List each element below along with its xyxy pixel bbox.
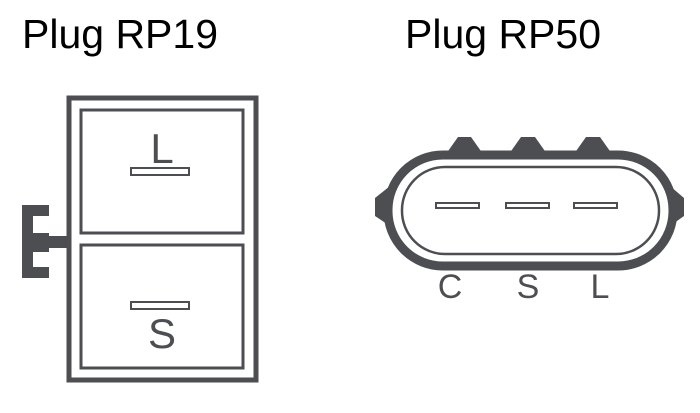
rp19-terminal-label-s: S [148,310,176,357]
rp50-terminal-label-s: S [517,268,540,306]
rp50-title: Plug RP50 [405,11,602,57]
rp50-connector: C S L [375,137,684,306]
rp50-terminal-label-c: C [438,268,463,306]
rp50-ridge [574,137,612,154]
rp50-ridge [509,137,547,154]
rp50-terminal-pin-s [505,202,550,209]
rp50-terminal-pin-c [435,202,480,209]
rp50-terminal-label-l: L [591,268,610,306]
rp19-title: Plug RP19 [22,11,219,57]
rp50-inner-cavity [400,165,661,256]
rp19-bottom-cavity [79,243,245,370]
rp19-terminal-label-l: L [150,125,173,172]
rp50-ridge [446,137,483,154]
rp50-outer-shell [383,150,678,271]
rp19-terminal-pin-s [130,301,190,310]
rp50-terminal-pin-l [573,202,618,209]
rp19-terminal-pin-l [130,167,190,176]
rp19-outer-housing [66,95,259,383]
rp19-connector: L S [22,95,259,383]
rp19-latch [22,205,67,278]
rp19-top-cavity [79,108,245,235]
